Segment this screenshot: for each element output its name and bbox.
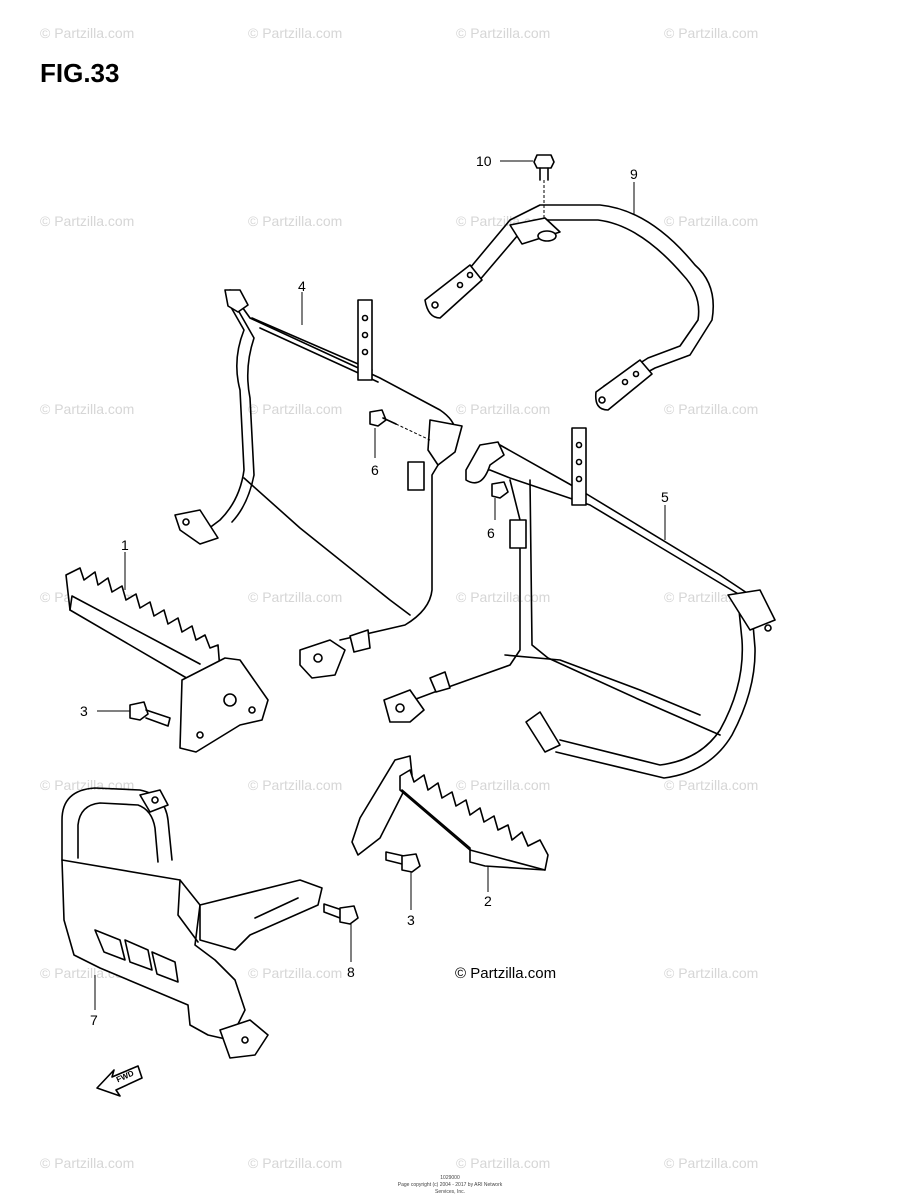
copyright-notice: © Partzilla.com bbox=[455, 965, 557, 982]
watermark: © Partzilla.com bbox=[456, 589, 551, 605]
callout-part-3[interactable]: 3 bbox=[407, 912, 415, 928]
footer-copyright-line: Page copyright (c) 2004 - 2017 by ARI Ne… bbox=[397, 1182, 503, 1195]
part-4-left-guard[interactable] bbox=[174, 289, 463, 679]
watermark: © Partzilla.com bbox=[456, 25, 551, 41]
watermark: © Partzilla.com bbox=[456, 401, 551, 417]
callout-part-8[interactable]: 8 bbox=[347, 964, 355, 980]
watermark: © Partzilla.com bbox=[664, 213, 759, 229]
callout-part-9[interactable]: 9 bbox=[630, 166, 638, 182]
watermark: © Partzilla.com bbox=[248, 1155, 343, 1171]
figure-title: FIG.33 bbox=[40, 58, 120, 88]
callout-part-3[interactable]: 3 bbox=[80, 703, 88, 719]
callout-part-4[interactable]: 4 bbox=[298, 278, 306, 294]
callout-part-6[interactable]: 6 bbox=[371, 462, 379, 478]
watermark: © Partzilla.com bbox=[664, 401, 759, 417]
watermark: © Partzilla.com bbox=[248, 401, 343, 417]
watermark: © Partzilla.com bbox=[248, 589, 343, 605]
watermark: © Partzilla.com bbox=[248, 25, 343, 41]
watermark: © Partzilla.com bbox=[40, 25, 135, 41]
watermark: © Partzilla.com bbox=[40, 1155, 135, 1171]
watermark: © Partzilla.com bbox=[664, 25, 759, 41]
fwd-arrow-icon bbox=[96, 1065, 143, 1097]
watermark: © Partzilla.com bbox=[248, 777, 343, 793]
part-8-bolt[interactable] bbox=[323, 903, 359, 962]
callout-part-10[interactable]: 10 bbox=[476, 153, 492, 169]
part-3a-bolt[interactable] bbox=[97, 701, 171, 727]
part-6b-bolt[interactable] bbox=[491, 481, 509, 520]
callout-part-5[interactable]: 5 bbox=[661, 489, 669, 505]
callout-part-2[interactable]: 2 bbox=[484, 893, 492, 909]
watermark: © Partzilla.com bbox=[248, 213, 343, 229]
part-3b-bolt[interactable] bbox=[385, 851, 421, 910]
callout-part-7[interactable]: 7 bbox=[90, 1012, 98, 1028]
watermark: © Partzilla.com bbox=[664, 965, 759, 981]
part-2-right-footrest[interactable] bbox=[351, 755, 549, 892]
footer: 1029000 Page copyright (c) 2004 - 2017 b… bbox=[390, 1175, 510, 1196]
watermark: © Partzilla.com bbox=[664, 777, 759, 793]
callout-part-1[interactable]: 1 bbox=[121, 537, 129, 553]
callout-part-6[interactable]: 6 bbox=[487, 525, 495, 541]
watermark: © Partzilla.com bbox=[456, 777, 551, 793]
footer-code: 1029000 bbox=[440, 1175, 460, 1181]
watermark: © Partzilla.com bbox=[40, 213, 135, 229]
part-5-right-guard[interactable] bbox=[383, 427, 776, 779]
watermark: © Partzilla.com bbox=[456, 1155, 551, 1171]
part-6a-bolt[interactable] bbox=[369, 409, 431, 458]
watermark: © Partzilla.com bbox=[664, 1155, 759, 1171]
watermark: © Partzilla.com bbox=[40, 401, 135, 417]
watermark: © Partzilla.com bbox=[248, 965, 343, 981]
part-1-left-footrest[interactable] bbox=[65, 552, 269, 753]
part-7-front-guard[interactable] bbox=[61, 787, 323, 1059]
part-9-rear-bar[interactable] bbox=[424, 182, 714, 411]
